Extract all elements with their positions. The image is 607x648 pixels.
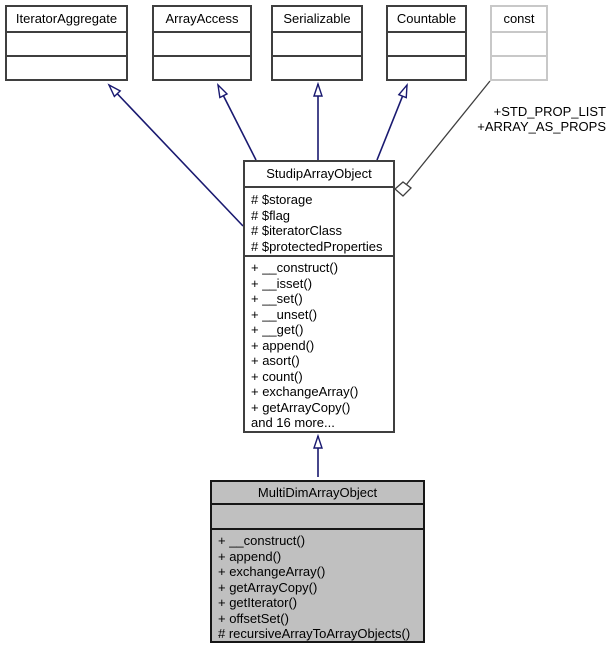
methods-compartment-empty <box>492 57 546 79</box>
methods-compartment-empty <box>273 57 361 79</box>
methods-truncated-note: and 16 more... <box>251 415 335 430</box>
usage-edge-labels: +STD_PROP_LIST +ARRAY_AS_PROPS <box>477 104 606 134</box>
method-row: + __isset() <box>251 275 313 291</box>
method-row: + count() <box>251 368 303 384</box>
method-row: + __construct() <box>251 260 339 275</box>
inheritance-edge-iteratoraggregate <box>109 85 244 227</box>
method-row: + append() <box>218 548 282 564</box>
attribute-row: # $iteratorClass <box>251 223 343 238</box>
usage-edge-label-2: +ARRAY_AS_PROPS <box>477 119 606 134</box>
class-title: StudipArrayObject <box>245 162 393 188</box>
class-box-multidimarrayobject[interactable]: MultiDimArrayObject + __construct() + ap… <box>210 480 425 643</box>
attribute-row: # $flag <box>251 207 291 223</box>
class-title: MultiDimArrayObject <box>212 482 423 505</box>
method-row: + __set() <box>251 291 303 306</box>
attributes-compartment-empty <box>492 33 546 57</box>
class-box-serializable[interactable]: Serializable <box>271 5 363 81</box>
method-row: + offsetSet() <box>218 610 289 626</box>
const-box: const <box>490 5 548 81</box>
method-row: + getArrayCopy() <box>251 399 351 415</box>
attributes-compartment-empty <box>212 505 423 530</box>
method-row: + asort() <box>251 353 300 368</box>
method-row: + getArrayCopy() <box>218 579 318 595</box>
inheritance-edge-countable <box>376 85 407 161</box>
methods-compartment: + __construct() + __isset() + __set() + … <box>245 257 393 431</box>
class-box-arrayaccess[interactable]: ArrayAccess <box>152 5 252 81</box>
class-title: Serializable <box>273 7 361 33</box>
methods-compartment-empty <box>154 57 250 79</box>
attribute-row: # $protectedProperties <box>251 238 383 254</box>
method-row: # recursiveArrayToArrayObjects() <box>218 626 411 641</box>
class-box-iteratoraggregate[interactable]: IteratorAggregate <box>5 5 128 81</box>
attribute-row: # $storage <box>251 192 313 207</box>
aggregation-diamond <box>394 181 412 197</box>
method-row: + __construct() <box>218 533 306 548</box>
method-row: + getIterator() <box>218 595 298 610</box>
method-row: + __get() <box>251 322 304 337</box>
method-row: + __unset() <box>251 306 318 322</box>
usage-edge-label-1: +STD_PROP_LIST <box>493 104 606 119</box>
attributes-compartment-empty <box>388 33 465 57</box>
methods-compartment-empty <box>388 57 465 79</box>
method-row: + exchangeArray() <box>218 564 326 579</box>
attributes-compartment-empty <box>273 33 361 57</box>
attributes-compartment: # $storage # $flag # $iteratorClass # $p… <box>245 188 393 257</box>
method-row: + exchangeArray() <box>251 384 359 399</box>
inheritance-edge-arrayaccess <box>218 85 257 161</box>
class-title: Countable <box>388 7 465 33</box>
attributes-compartment-empty <box>7 33 126 57</box>
methods-compartment: + __construct() + append() + exchangeArr… <box>212 530 423 642</box>
method-row: + append() <box>251 337 315 353</box>
class-title: ArrayAccess <box>154 7 250 33</box>
const-title: const <box>492 7 546 33</box>
attributes-compartment-empty <box>154 33 250 57</box>
methods-compartment-empty <box>7 57 126 79</box>
class-box-studiparrayobject[interactable]: StudipArrayObject # $storage # $flag # $… <box>243 160 395 433</box>
class-box-countable[interactable]: Countable <box>386 5 467 81</box>
class-title: IteratorAggregate <box>7 7 126 33</box>
